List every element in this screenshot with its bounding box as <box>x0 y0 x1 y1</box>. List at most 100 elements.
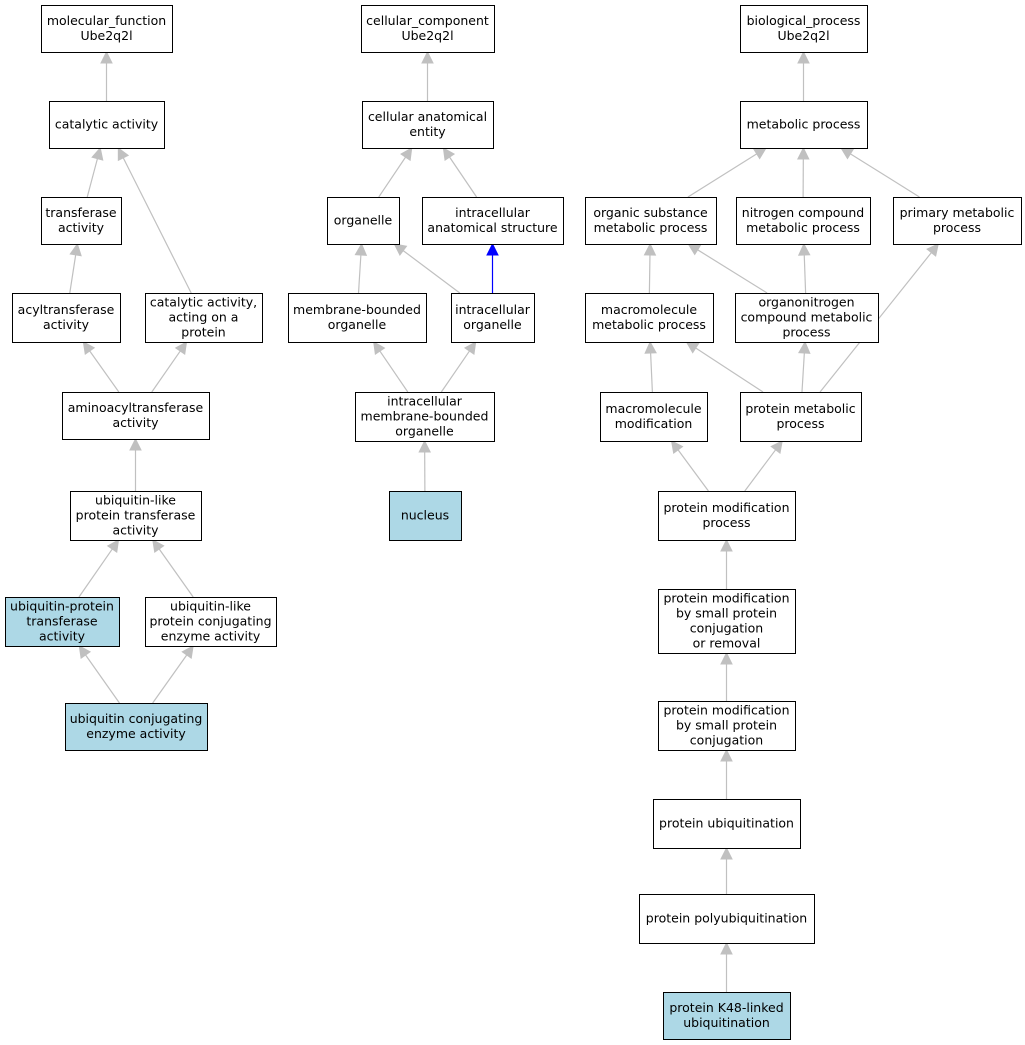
edge-line <box>801 352 805 393</box>
edge-line <box>850 153 920 198</box>
term-node-nucleus: nucleus <box>389 491 462 541</box>
edge-arrowhead <box>400 147 413 162</box>
edge-protmp-to-oncmp <box>798 340 811 393</box>
edge-arrowhead <box>421 50 434 64</box>
edge-line <box>687 153 758 198</box>
edge-arrowhead <box>106 539 120 554</box>
term-label: metabolic process <box>594 220 708 235</box>
term-label: catalytic activity, <box>150 295 257 310</box>
edge-ias-to-cae <box>442 147 478 198</box>
edge-arrowhead <box>685 341 700 354</box>
edge-arrowhead <box>840 147 855 160</box>
edge-line <box>697 249 768 294</box>
term-box <box>736 197 871 245</box>
term-label: metabolic process <box>592 317 706 332</box>
term-label: activity <box>58 220 105 235</box>
edge-pk48-to-ppolyub <box>720 941 733 992</box>
edge-line <box>378 156 407 198</box>
edge-aminoacyl-to-catprot <box>151 341 188 393</box>
term-box <box>600 392 708 442</box>
edge-oncmp-to-osmp <box>687 243 768 294</box>
term-box <box>70 491 202 541</box>
edge-pmodp-to-protmp <box>744 440 783 492</box>
edge-line <box>89 350 120 393</box>
term-label: protein ubiquitination <box>659 816 794 831</box>
term-label: Ube2q2l <box>80 28 132 43</box>
term-label: transferase <box>26 614 98 629</box>
edge-line <box>449 156 478 198</box>
term-box <box>327 197 400 245</box>
term-label: process <box>933 220 981 235</box>
term-box <box>735 293 879 343</box>
term-label: organelle <box>334 213 393 228</box>
edge-ubpt-to-ublt <box>78 539 120 598</box>
term-label: intracellular <box>455 205 531 220</box>
edge-line <box>78 548 113 598</box>
term-label: activity <box>39 629 86 644</box>
edge-line <box>695 347 764 393</box>
term-label: compound metabolic <box>741 310 873 325</box>
edge-aminoacyl-to-acyl <box>82 341 120 393</box>
edge-io-to-organelle <box>393 243 461 294</box>
term-box <box>355 392 495 442</box>
edge-line <box>440 350 470 393</box>
term-label: ubiquitination <box>683 1015 770 1030</box>
edge-arrowhead <box>720 941 733 955</box>
term-label: nitrogen compound <box>742 205 864 220</box>
edge-metab-to-bp <box>797 50 810 101</box>
edge-line <box>151 350 181 393</box>
edge-arrowhead <box>152 539 165 554</box>
edge-arrowhead <box>720 651 733 665</box>
term-label: entity <box>409 124 446 139</box>
edge-arrowhead <box>797 242 811 256</box>
term-box <box>389 491 462 541</box>
edge-ncmp-to-metab <box>797 146 810 198</box>
term-box <box>12 293 121 343</box>
edge-arrowhead <box>174 341 188 356</box>
edge-line <box>650 352 653 393</box>
edge-ubconj-to-ublconj <box>152 645 194 704</box>
term-label: catalytic activity <box>55 117 159 132</box>
term-box <box>41 5 173 53</box>
term-label: enzyme activity <box>86 726 186 741</box>
edge-arrowhead <box>100 50 113 64</box>
term-label: protein transferase <box>76 508 196 523</box>
term-label: intracellular <box>387 394 463 409</box>
edge-ublt-to-aminoacyl <box>129 437 142 491</box>
term-box <box>145 597 277 647</box>
term-box <box>361 5 495 53</box>
edge-arrowhead <box>82 341 96 356</box>
term-box <box>658 589 796 654</box>
term-label: organelle <box>463 317 522 332</box>
edge-arrowhead <box>69 242 82 257</box>
edge-organelle-to-cae <box>378 147 413 198</box>
edge-pmspcr-to-pmodp <box>720 538 733 589</box>
edge-io-to-ias <box>486 242 499 293</box>
term-label: organonitrogen <box>758 295 854 310</box>
term-box <box>585 293 714 343</box>
term-label: ubiquitin conjugating <box>70 711 203 726</box>
edge-arrowhead <box>720 748 733 762</box>
edge-arrowhead <box>797 146 810 160</box>
edge-arrowhead <box>78 645 92 660</box>
edge-oncmp-to-ncmp <box>797 242 811 294</box>
edge-arrowhead <box>752 147 767 160</box>
term-box <box>639 894 815 944</box>
term-label: modification <box>615 416 693 431</box>
term-box <box>362 101 494 149</box>
edge-pubiq-to-pmspc <box>720 748 733 799</box>
edge-line <box>357 254 362 294</box>
term-label: Ube2q2l <box>777 28 829 43</box>
edge-nucleus-to-imbo <box>418 439 431 492</box>
edge-ubconj-to-ubpt <box>78 645 120 704</box>
